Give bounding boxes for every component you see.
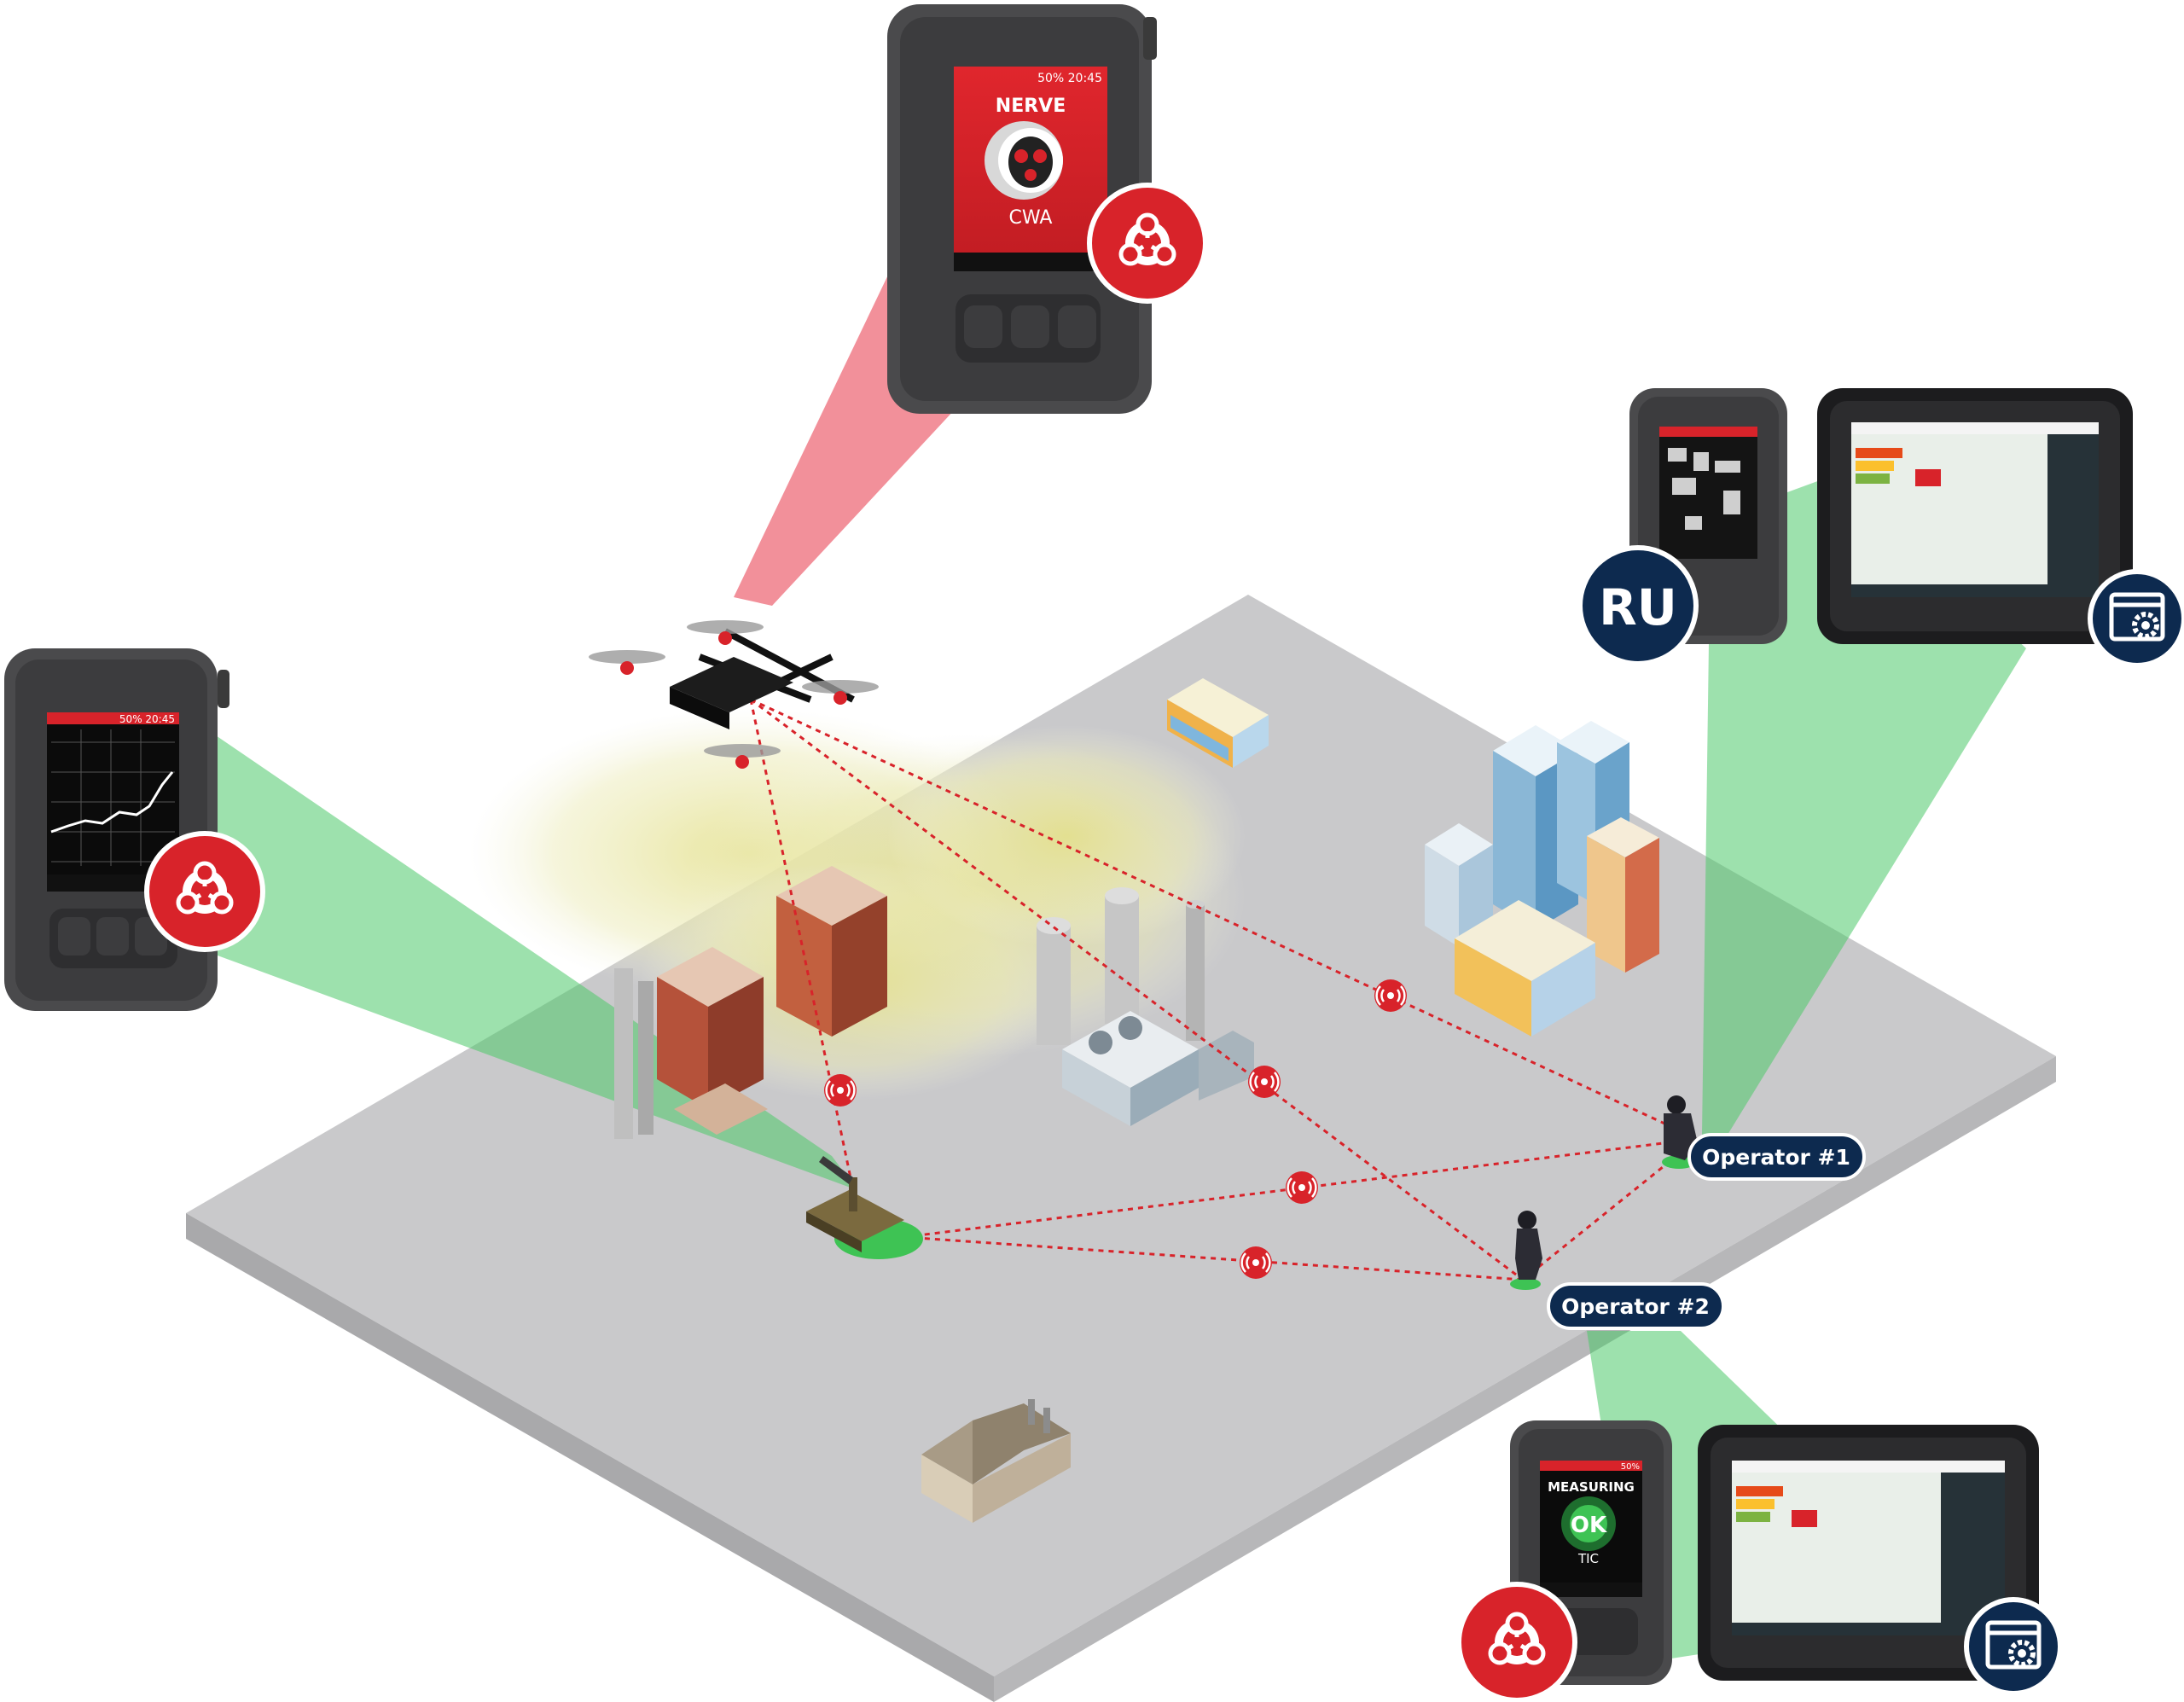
wireless-signal-icon	[1246, 1064, 1282, 1100]
operator2-tablet	[1698, 1425, 2039, 1681]
operator-1-text: Operator #1	[1702, 1145, 1850, 1170]
ru-badge-text: RU	[1599, 578, 1677, 636]
operator-2-label: Operator #2	[1547, 1282, 1725, 1330]
floorplan-map	[1668, 448, 1740, 530]
drone	[589, 620, 879, 769]
measuring-title: MEASURING	[1548, 1479, 1635, 1495]
status-bar-text: 50% 20:45	[119, 713, 175, 725]
operator-2-figure	[1510, 1211, 1542, 1290]
operator1-badge: RU	[1577, 545, 1699, 666]
alarm-title: NERVE	[996, 96, 1066, 117]
operator1-tablet	[1817, 388, 2133, 644]
gas-mask-icon	[985, 121, 1063, 200]
operator-1-label: Operator #1	[1687, 1133, 1866, 1181]
ok-status: OK	[1571, 1513, 1607, 1538]
status-bar-text: 50%	[1621, 1462, 1640, 1472]
operator-2-text: Operator #2	[1561, 1294, 1710, 1319]
warehouse	[921, 1399, 1071, 1523]
operator2-tablet-badge	[1964, 1597, 2063, 1696]
robot-detector-badge	[144, 831, 265, 952]
factory-complex	[614, 866, 887, 1139]
trend-graph	[50, 729, 175, 866]
operator2-detector-badge	[1456, 1582, 1577, 1702]
industrial-plant	[1037, 887, 1254, 1126]
robot-chemical-detector: 50% 20:45	[4, 648, 229, 1011]
wireless-signal-icon	[822, 1072, 858, 1108]
drone-chemical-detector: 50% 20:45 NERVE CWA	[887, 4, 1157, 414]
status-class-label: TIC	[1577, 1551, 1599, 1566]
small-office-building	[1167, 678, 1269, 768]
drone-detector-badge	[1087, 183, 1208, 304]
wireless-signal-icon	[1238, 1245, 1274, 1281]
status-bar-text: 50% 20:45	[1037, 72, 1102, 85]
city-towers	[1425, 721, 1659, 1037]
ground-robot	[806, 1156, 923, 1259]
operator1-tablet-badge	[2088, 569, 2184, 668]
operator-1-figure	[1662, 1095, 1698, 1169]
wireless-signal-icon	[1373, 978, 1409, 1014]
wireless-signal-icon	[1284, 1170, 1320, 1205]
alarm-class-label: CWA	[1009, 207, 1053, 229]
